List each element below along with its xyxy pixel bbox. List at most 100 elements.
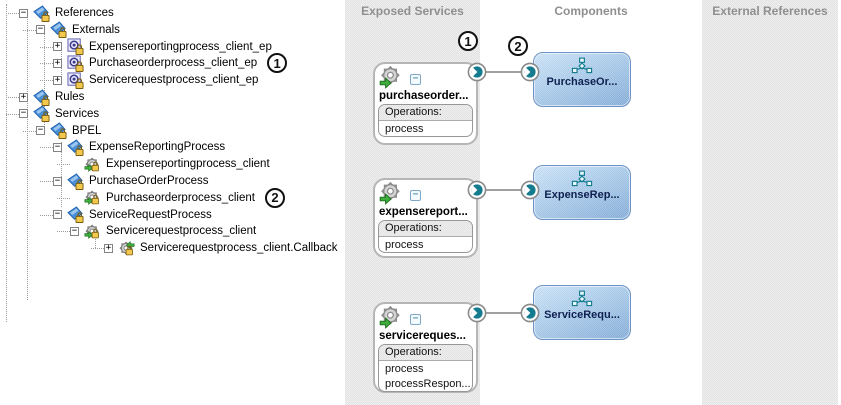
gear-in-icon (84, 223, 101, 240)
bpel-process-icon (571, 290, 593, 307)
tree-item-label[interactable]: Expensereportingprocess_client_ep (89, 40, 272, 53)
service-box-header: − (375, 64, 476, 91)
component-endpoint-icon[interactable] (520, 180, 540, 200)
tree-item-label[interactable]: Servicerequestprocess_client (106, 225, 257, 238)
operation-item[interactable]: processRespon... (385, 378, 471, 390)
collapse-toggle[interactable]: − (410, 189, 421, 201)
tree-guide-stub (6, 13, 19, 14)
component-servicerequestprocess[interactable]: ServiceRequ... (533, 285, 631, 340)
service-endpoint-icon[interactable] (467, 180, 487, 200)
tree-guide-stub (40, 181, 53, 182)
expand-spacer (70, 160, 79, 169)
service-label: expensereport... (379, 206, 468, 218)
tree-row: − References (0, 4, 116, 22)
tree-guide-line (6, 4, 7, 322)
service-endpoint-icon[interactable] (467, 62, 487, 82)
operations-panel: Operations: process (378, 104, 473, 137)
tree-item-label[interactable]: BPEL (72, 124, 102, 137)
component-endpoint-icon[interactable] (520, 62, 540, 82)
gear-in-icon (84, 156, 101, 173)
component-label: ExpenseRep... (544, 189, 620, 201)
tree-row: Expensereportingprocess_client (0, 156, 272, 172)
tree-item-label[interactable]: References (55, 7, 114, 19)
expand-spacer (70, 193, 79, 202)
endpoint-icon (67, 38, 84, 56)
tree-guide-stub (40, 214, 53, 216)
component-purchaseorderprocess[interactable]: PurchaseOr... (533, 52, 631, 107)
composite-icon (33, 4, 50, 22)
operation-item[interactable]: process (385, 239, 424, 251)
tree-guide-stub (40, 46, 53, 48)
wire-expensereporting (483, 189, 523, 191)
endpoint-icon (67, 72, 84, 89)
component-label: PurchaseOr... (546, 76, 618, 88)
tree-guide-line (95, 234, 96, 248)
collapse-toggle[interactable]: − (410, 73, 421, 85)
service-label: servicereques... (379, 330, 466, 342)
operation-item[interactable]: process (385, 123, 424, 135)
expand-toggle[interactable]: + (53, 41, 62, 52)
tree-guide-stub (57, 197, 70, 199)
collapse-toggle[interactable]: − (70, 225, 79, 236)
tree-row: − Externals (0, 21, 122, 39)
tree-item-label[interactable]: PurchaseOrderProcess (89, 175, 209, 187)
service-endpoint-icon[interactable] (467, 303, 487, 323)
collapse-toggle[interactable]: − (19, 108, 28, 119)
tree-guide-stub (6, 113, 19, 115)
service-box-purchaseorder[interactable]: − purchaseorder... Operations: process (373, 62, 478, 145)
tree-row: − Servicerequestprocess_client (0, 223, 258, 239)
expand-toggle[interactable]: + (104, 242, 113, 253)
gear-out-icon (118, 240, 135, 257)
tree-item-label[interactable]: Purchaseorderprocess_client_ep (89, 57, 258, 70)
collapse-toggle[interactable]: − (53, 175, 62, 186)
operations-title: Operations: (379, 345, 472, 361)
bpel-process-icon (571, 170, 593, 187)
annotation-circle-2: 2 (508, 36, 528, 56)
endpoint-icon (67, 55, 84, 72)
tree-item-label[interactable]: Expensereportingprocess_client (106, 158, 270, 171)
external-references-lane: External References (702, 0, 838, 405)
tree-guide-line (27, 14, 28, 300)
composite-icon (67, 206, 84, 224)
expand-toggle[interactable]: + (53, 74, 62, 85)
structure-tree: −References−Externals+Expensereportingpr… (0, 0, 345, 405)
service-gear-icon (379, 181, 403, 210)
tree-row: + Servicerequestprocess_client.Callback (0, 240, 340, 256)
tree-guide-line (61, 142, 62, 207)
collapse-toggle[interactable]: − (53, 209, 62, 220)
collapse-toggle[interactable]: − (19, 7, 28, 18)
service-gear-icon (379, 65, 403, 94)
tree-item-label[interactable]: Servicerequestprocess_client.Callback (140, 242, 338, 255)
gear-in-icon (84, 189, 101, 206)
tree-row: + Expensereportingprocess_client_ep (0, 38, 274, 56)
tree-item-label[interactable]: Externals (72, 23, 120, 36)
tree-item-label[interactable]: Purchaseorderprocess_client (106, 191, 255, 204)
tree-guide-stub (91, 248, 104, 250)
collapse-toggle[interactable]: − (36, 125, 45, 136)
tree-item-label[interactable]: Services (55, 107, 100, 120)
tree-row: + Servicerequestprocess_client_ep (0, 72, 260, 89)
collapse-toggle[interactable]: − (53, 141, 62, 152)
operations-title: Operations: (379, 221, 472, 237)
service-box-expensereporting[interactable]: − expensereport... Operations: process (373, 178, 478, 258)
expand-toggle[interactable]: + (19, 91, 28, 102)
service-box-header: − (375, 180, 476, 207)
tree-guide-stub (6, 97, 19, 98)
tree-item-label[interactable]: ServiceRequestProcess (89, 208, 212, 221)
service-box-servicerequest[interactable]: − servicereques... Operations: process p… (373, 302, 478, 393)
annotation-circle-1: 1 (267, 53, 288, 74)
collapse-toggle[interactable]: − (410, 313, 421, 325)
wire-purchaseorder (483, 71, 523, 73)
tree-item-label[interactable]: ExpenseReportingProcess (89, 141, 226, 154)
composite-icon (50, 122, 67, 140)
operations-title: Operations: (379, 105, 472, 121)
tree-item-label[interactable]: Servicerequestprocess_client_ep (89, 74, 259, 87)
component-expensereportingprocess[interactable]: ExpenseRep... (533, 165, 631, 220)
operation-item[interactable]: process (385, 363, 424, 375)
expand-toggle[interactable]: + (53, 57, 62, 68)
component-endpoint-icon[interactable] (520, 303, 540, 323)
tree-row: − BPEL (0, 122, 103, 140)
tree-item-label[interactable]: Rules (55, 91, 85, 103)
collapse-toggle[interactable]: − (36, 24, 45, 35)
